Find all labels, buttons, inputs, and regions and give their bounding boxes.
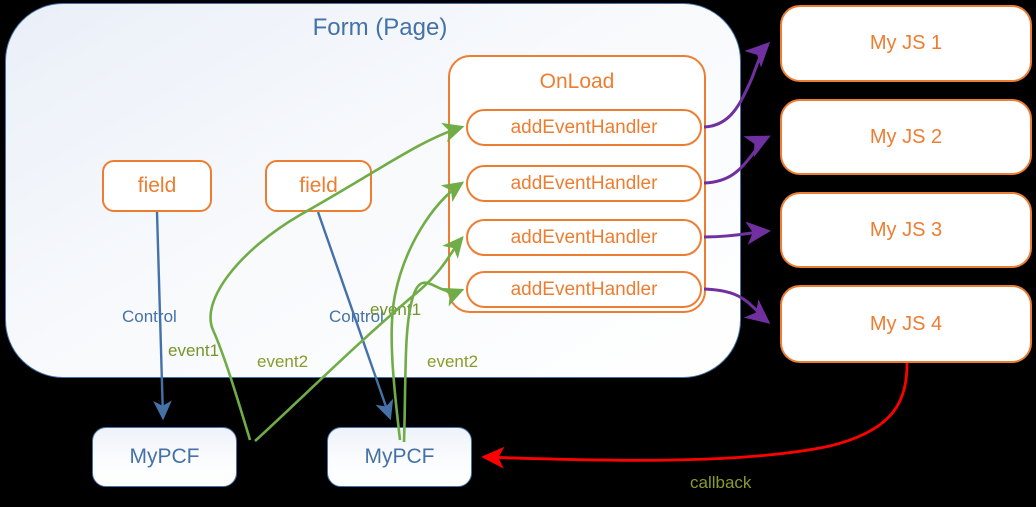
- script-box-my-js-2-label: My JS 2: [869, 125, 943, 148]
- edge-control-1: [153, 211, 172, 421]
- add-event-handler-4[interactable]: addEventHandler: [466, 271, 702, 308]
- edge-callback: [481, 362, 909, 469]
- field-box-2-label: field: [299, 174, 338, 197]
- edge-handler4-to-js4: [703, 287, 771, 324]
- edge-control-2: [316, 211, 394, 421]
- edge-label-callback: callback: [690, 473, 752, 492]
- script-box-my-js-3-label: My JS 3: [869, 218, 943, 241]
- add-event-handler-4-label: addEventHandler: [510, 278, 658, 300]
- edge-label-event1-1: event1: [168, 341, 220, 360]
- add-event-handler-2-label: addEventHandler: [510, 172, 658, 194]
- pcf-box-2-label: MyPCF: [364, 445, 435, 468]
- add-event-handler-3[interactable]: addEventHandler: [466, 219, 702, 256]
- edge-label-event2-2: event2: [427, 352, 479, 371]
- edge-handler2-to-js2: [703, 135, 771, 185]
- edge-label-control-2: Control: [329, 307, 384, 326]
- script-box-my-js-2[interactable]: My JS 2: [780, 99, 1032, 175]
- edge-handler3-to-js3: [703, 221, 771, 245]
- edge-event2-pcf1: [254, 236, 464, 442]
- edge-label-control-1: Control: [122, 307, 177, 326]
- add-event-handler-1-label: addEventHandler: [510, 116, 658, 138]
- script-box-my-js-1[interactable]: My JS 1: [780, 5, 1032, 82]
- add-event-handler-3-label: addEventHandler: [510, 226, 658, 248]
- field-box-2[interactable]: field: [265, 160, 372, 212]
- field-box-1[interactable]: field: [102, 160, 212, 212]
- form-page-title: Form (Page): [312, 14, 448, 41]
- script-box-my-js-3[interactable]: My JS 3: [780, 192, 1032, 268]
- edge-event1-pcf2: [390, 181, 465, 441]
- edge-label-event2-1: event2: [257, 352, 309, 371]
- pcf-box-1-label: MyPCF: [129, 445, 200, 468]
- edge-event2-pcf2: [402, 281, 465, 443]
- script-box-my-js-4[interactable]: My JS 4: [780, 285, 1032, 363]
- pcf-box-1[interactable]: MyPCF: [92, 427, 237, 487]
- edge-event1-pcf1: [209, 122, 465, 441]
- add-event-handler-2[interactable]: addEventHandler: [466, 165, 702, 202]
- onload-title: OnLoad: [539, 70, 615, 93]
- script-box-my-js-4-label: My JS 4: [869, 312, 943, 335]
- add-event-handler-1[interactable]: addEventHandler: [466, 109, 702, 146]
- script-box-my-js-1-label: My JS 1: [869, 32, 943, 54]
- edge-handler1-to-js1: [703, 41, 771, 129]
- field-box-1-label: field: [137, 174, 177, 197]
